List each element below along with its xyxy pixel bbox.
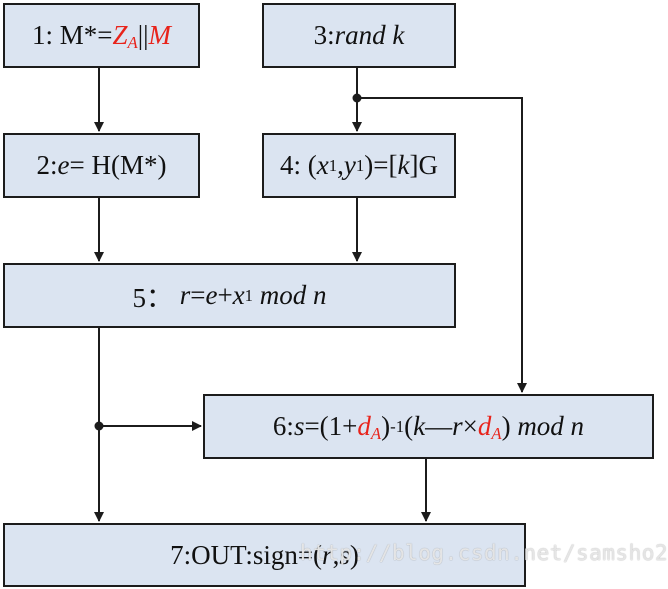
step-2-e: e [57,150,70,180]
step-7-close: ) [349,539,359,570]
step-6-close: ) [381,411,391,441]
step-5-x: x [232,280,245,310]
junction-dot [352,93,362,103]
step-6-num: 6: [272,411,294,441]
step-1-prefix: 1: M*= [31,20,113,50]
step-5-e: e [205,280,218,310]
step-4-comma: , [337,150,344,180]
step-5-plus: + [217,280,233,310]
step-6-minus: — [425,411,453,441]
step-3-text: rand k [334,20,405,50]
step-6-box: 6: s=(1+dA)-1(k —r×dA) mod n [203,394,654,459]
step-7-comma: , [332,539,340,570]
step-7-r: r [322,539,333,570]
step-6-mod: mod n [517,411,585,441]
step-5-r: r [179,280,191,310]
step-4-num: 4: ( [280,150,317,180]
step-1-sep: || [137,20,149,50]
step-4-x: x [316,150,329,180]
step-1-za: ZA [112,20,138,52]
watermark: http://blog.csdn.net/samsho2 [300,541,668,565]
step-3-box: 3: rand k [262,3,456,68]
step-6-dA: dA [357,411,382,443]
step-6-dA-2: dA [477,411,502,443]
step-6-eq: =(1+ [304,411,358,441]
step-4-end: ]G [409,150,438,180]
step-2-num: 2: [36,150,58,180]
step-7-prefix: 7:OUT:sign=( [170,539,323,570]
step-4-k: k [397,150,410,180]
junction-dot [94,421,104,431]
step-3-num: 3: [313,20,335,50]
step-4-y: y [343,150,356,180]
step-5-num: 5： [132,283,173,313]
step-4-mid: )=[ [364,150,398,180]
step-6-r: r [452,411,463,441]
step-5-mod: mod n [259,280,327,310]
step-6-close-2: ) [501,411,511,441]
step-6-s: s [293,411,305,441]
step-5-eq: = [190,280,206,310]
step-2-rest: = H(M*) [69,150,167,180]
step-1-box: 1: M*=ZA||M [3,3,200,68]
step-6-times: × [462,411,478,441]
step-6-open: ( [404,411,414,441]
step-2-box: 2: e = H(M*) [3,133,200,198]
step-1-m: M [148,20,172,50]
step-7-s: s [339,539,350,570]
step-7-box: 7:OUT:sign=(r, s) [3,523,526,587]
step-6-k: k [413,411,426,441]
arrow-3-to-6 [357,97,527,393]
